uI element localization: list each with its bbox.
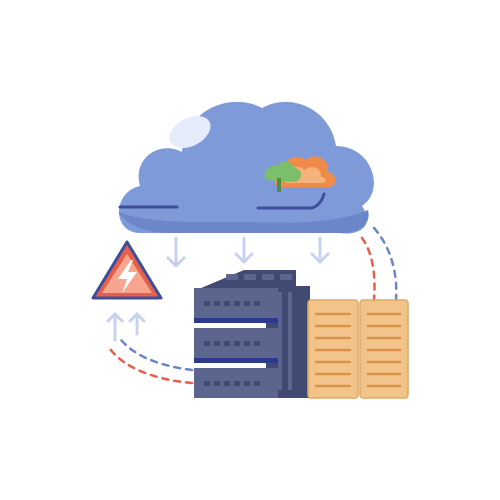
tree-leaves xyxy=(264,160,302,182)
cloud-icon xyxy=(118,101,374,234)
upload-arrows xyxy=(106,312,146,342)
dashed-line-right-blue xyxy=(372,226,398,302)
dashed-line-right-orange xyxy=(360,236,376,302)
cloud-body xyxy=(119,101,374,234)
dashed-line-bottom-left-blue xyxy=(116,334,194,372)
arrow-up-icon xyxy=(128,312,146,336)
arrow-down-icon xyxy=(166,236,186,268)
document-icon xyxy=(359,299,409,399)
cloud-shadow xyxy=(118,210,369,234)
download-arrows xyxy=(166,236,330,268)
arrow-down-icon xyxy=(234,236,254,264)
warning-icon xyxy=(91,240,163,300)
server-unit xyxy=(194,368,278,398)
server-unit xyxy=(194,328,278,363)
server-rack-icon xyxy=(194,270,310,398)
connection-lines xyxy=(106,226,398,385)
weather-icon xyxy=(264,156,336,192)
lightning-bolt-icon xyxy=(118,260,137,293)
tree-trunk xyxy=(277,178,281,192)
document-icon xyxy=(307,299,359,399)
dashed-line-bottom-left-orange xyxy=(106,344,194,385)
arrow-up-icon xyxy=(106,312,124,342)
cloud-highlight xyxy=(169,115,211,149)
server-unit xyxy=(194,288,278,323)
cloud-line-right xyxy=(256,192,326,210)
arrow-down-icon xyxy=(310,236,330,264)
